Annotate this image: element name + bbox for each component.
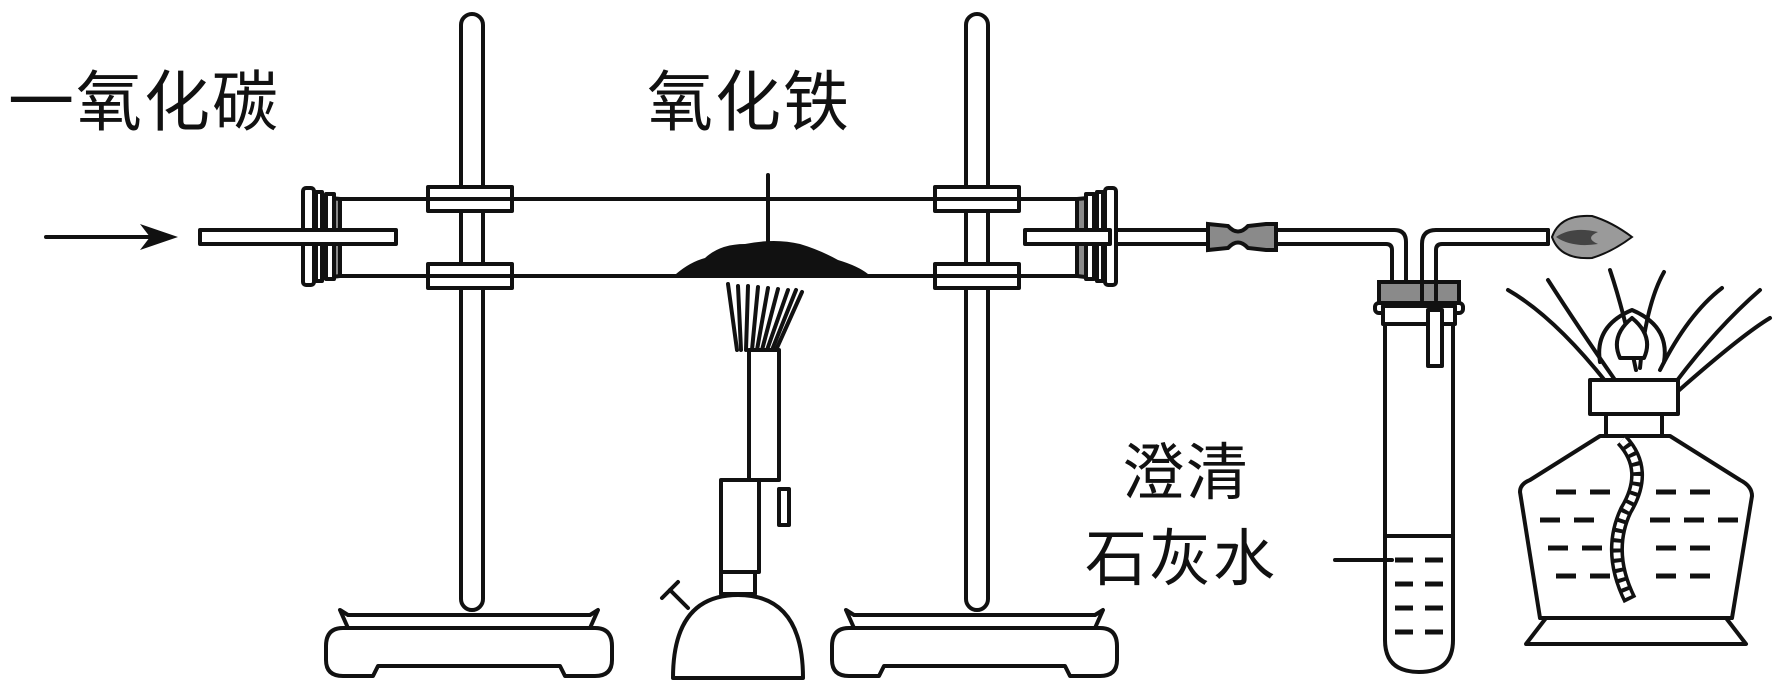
left-iron-stand: [324, 12, 614, 678]
carbon-monoxide-label: 一氧化碳: [8, 64, 280, 141]
iron-oxide-label: 氧化铁: [647, 64, 851, 141]
test-tube: [1333, 280, 1465, 674]
arrow-right-icon: [44, 224, 178, 250]
inlet-tube: [198, 228, 398, 246]
heating-burner: [660, 282, 805, 680]
iron-oxide-powder: [676, 173, 868, 274]
exhaust-tube: [1420, 228, 1550, 302]
alcohol-lamp: [1506, 268, 1772, 646]
flame-icon: [1550, 214, 1634, 260]
right-iron-stand: [830, 12, 1119, 678]
limewater-label-line2: 石灰水: [1085, 522, 1278, 595]
limewater-label-line1: 澄清: [1122, 436, 1251, 509]
outlet-tube: [1023, 221, 1408, 598]
